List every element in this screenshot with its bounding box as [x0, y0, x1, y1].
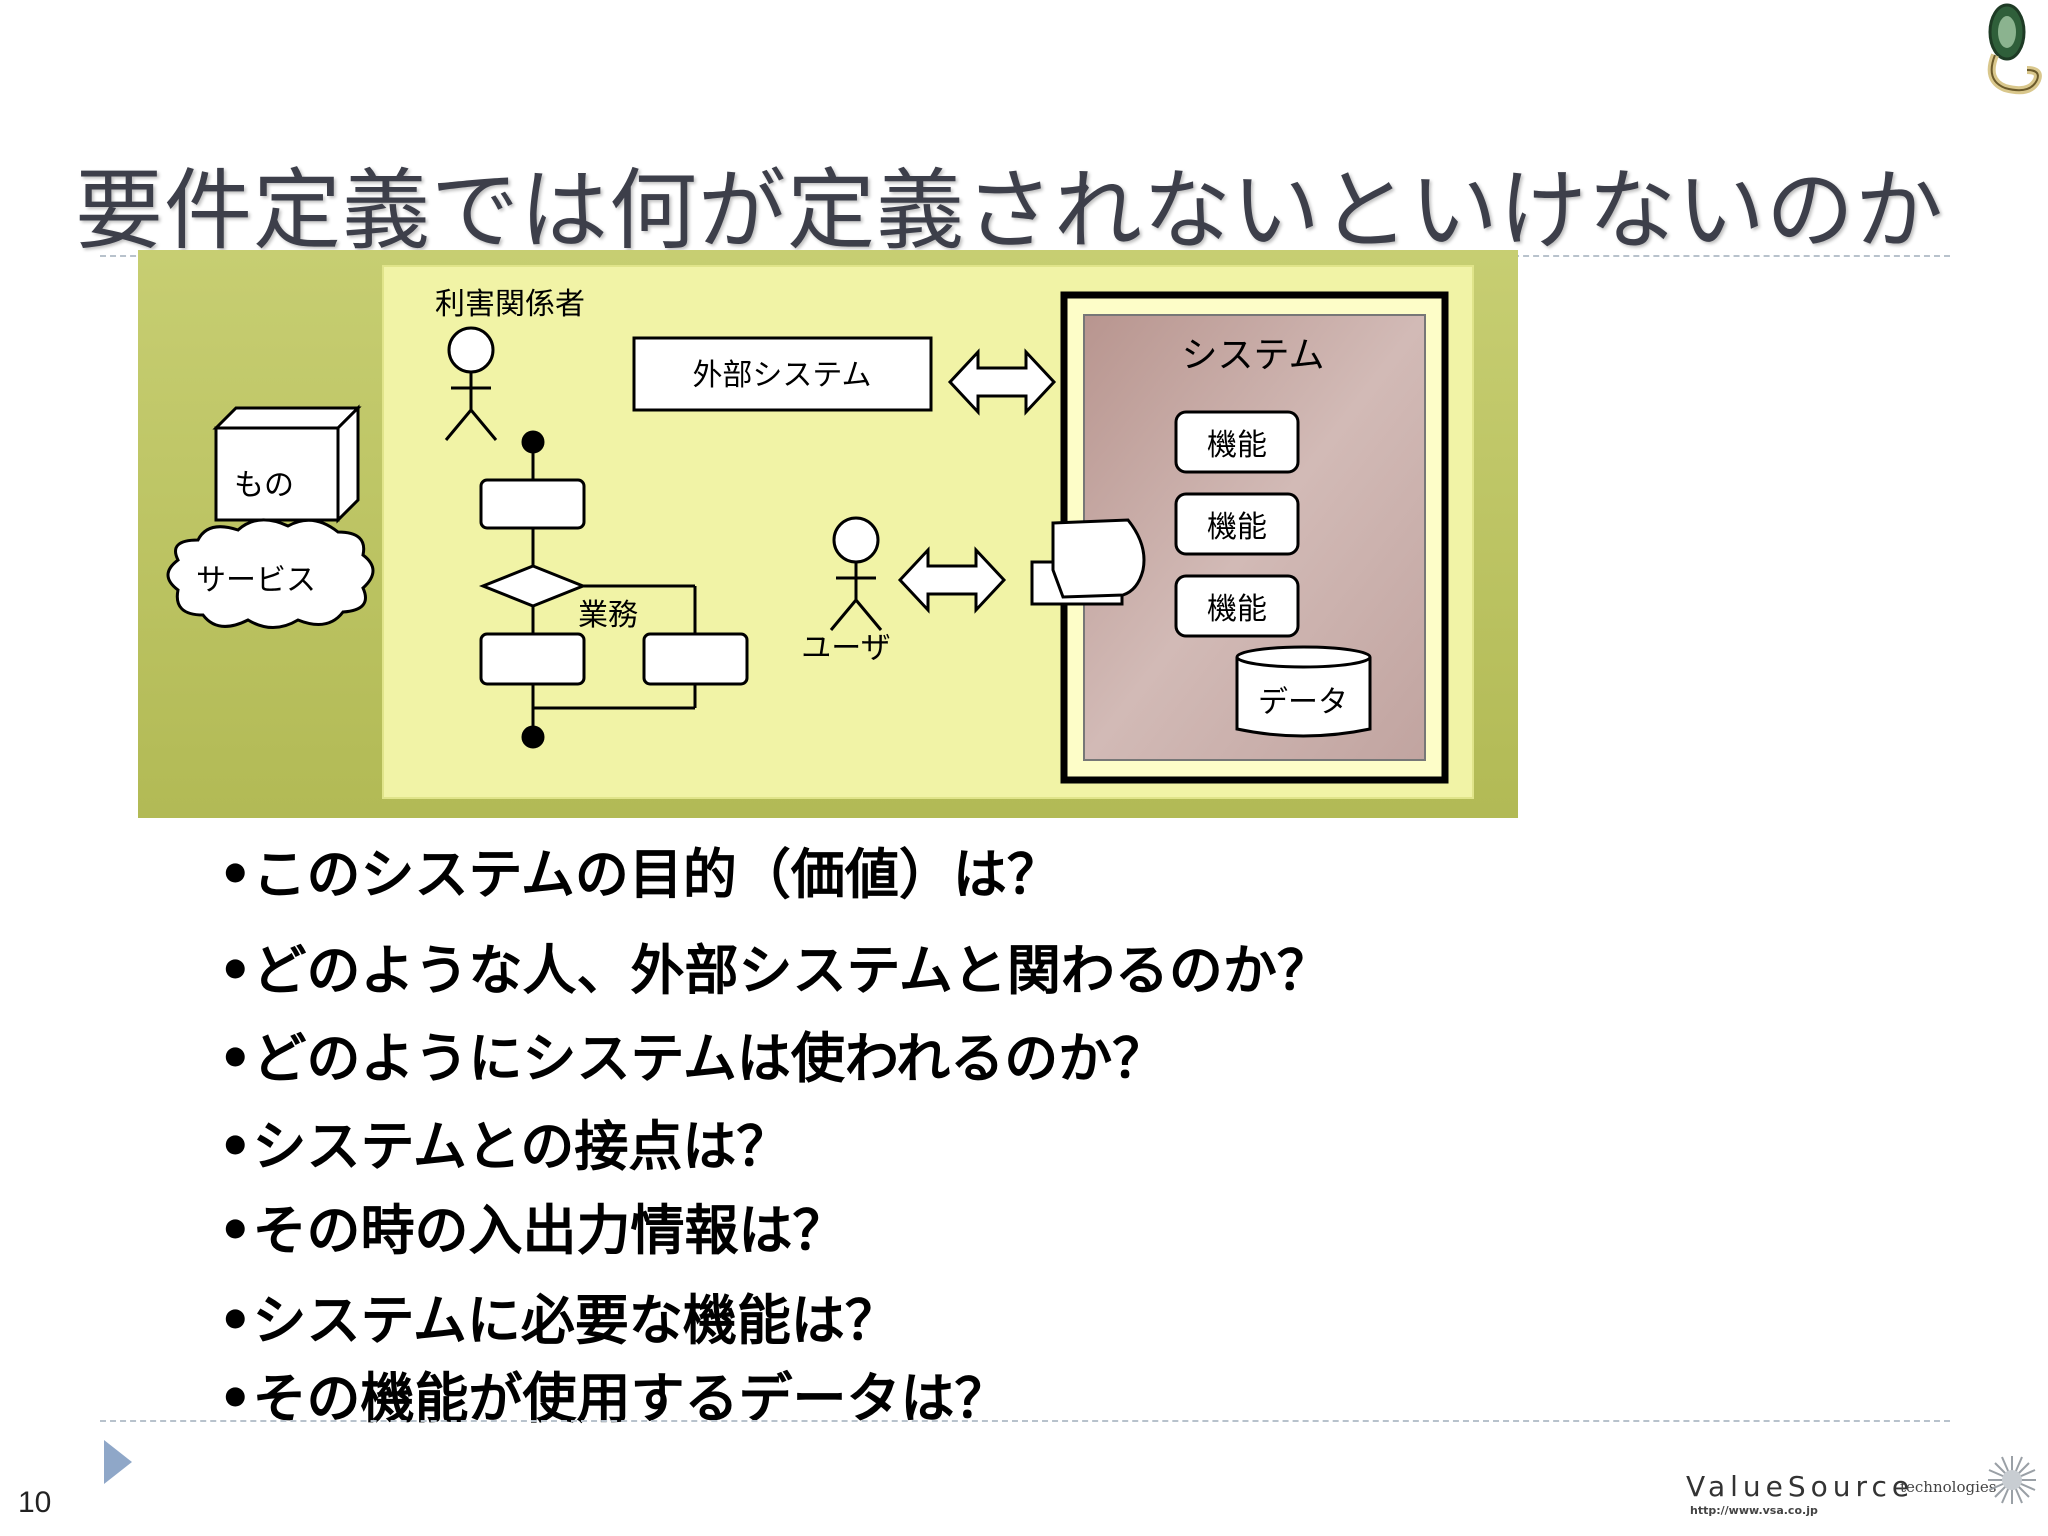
- goods-label: もの: [234, 468, 294, 503]
- system-label: システム: [1182, 335, 1325, 376]
- question-item: •どのようにシステムは使われるのか？: [218, 1027, 1167, 1090]
- external-system-box: [632, 336, 933, 412]
- function-box-1: 機能: [1174, 410, 1300, 474]
- double-arrow-icon: [947, 348, 1057, 416]
- company-url: http://www.vsa.co.jp: [1690, 1504, 1818, 1517]
- svg-text:機能: 機能: [1207, 428, 1267, 463]
- business-flow: [478, 430, 749, 749]
- service-cloud-icon: [166, 518, 375, 629]
- bottom-divider: [100, 1420, 1950, 1422]
- question-item: •どのような人、外部システムと関わるのか？: [218, 939, 1331, 1002]
- user-icon: [829, 516, 883, 631]
- goods-box-icon: [212, 404, 362, 524]
- sun-logo-icon: [1988, 1456, 2036, 1504]
- company-logo-text: ValueSource: [1686, 1470, 1915, 1503]
- terminal-icon: [1030, 518, 1146, 606]
- company-logo-subtitle: technologies: [1900, 1478, 1997, 1496]
- svg-text:機能: 機能: [1207, 510, 1267, 545]
- data-store-icon: データ: [1235, 645, 1372, 738]
- stakeholder-label: 利害関係者: [435, 287, 585, 322]
- question-item: •システムとの接点は？: [218, 1115, 791, 1178]
- svg-text:データ: データ: [1258, 685, 1348, 720]
- external-system-label: 外部システム: [692, 358, 871, 393]
- question-item: •その機能が使用するデータは？: [218, 1367, 1009, 1430]
- business-label: 業務: [578, 598, 638, 633]
- question-item: •システムに必要な機能は？: [218, 1289, 899, 1352]
- function-box-2: 機能: [1174, 492, 1300, 556]
- next-slide-arrow-icon[interactable]: [104, 1440, 132, 1484]
- service-label: サービス: [196, 563, 316, 598]
- user-label: ユーザ: [801, 631, 890, 666]
- requirements-diagram: システム 機能 機能 機能 データ 外部システム 利害関係者: [138, 250, 1518, 818]
- function-box-3: 機能: [1174, 574, 1300, 638]
- corner-logo-icon: [1987, 3, 2042, 95]
- double-arrow-icon: [897, 546, 1007, 614]
- slide-title: 要件定義では何が定義されないといけないのか: [75, 159, 1945, 262]
- svg-text:機能: 機能: [1207, 592, 1267, 627]
- stakeholder-icon: [444, 326, 498, 441]
- page-number: 10: [18, 1486, 52, 1519]
- question-item: •このシステムの目的（価値）は？: [218, 843, 1061, 906]
- question-item: •その時の入出力情報は？: [218, 1199, 847, 1262]
